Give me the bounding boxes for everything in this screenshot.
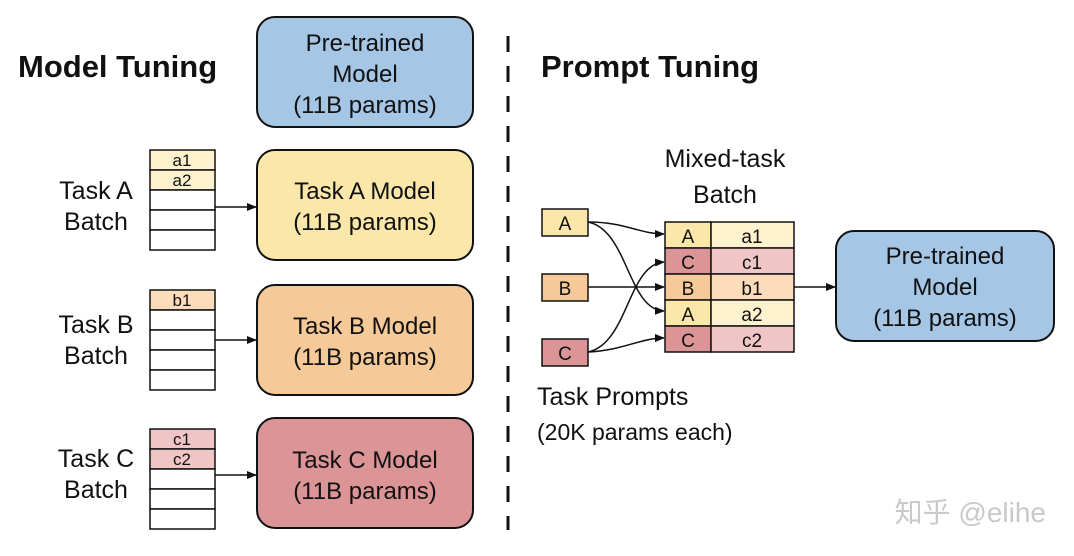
prompt-b: B bbox=[541, 273, 589, 302]
right-pretrained-line-2: Model bbox=[912, 274, 977, 301]
arrow-c-to-row5 bbox=[587, 334, 665, 353]
right-pretrained-line-3: (11B params) bbox=[873, 305, 1017, 332]
task-prompts-label: Task Prompts bbox=[537, 383, 688, 411]
task-b-model-line-1: Task B Model bbox=[293, 313, 437, 340]
right-pretrained-model-box: Pre-trained Model (11B params) bbox=[835, 230, 1055, 342]
task-c-label-line-2: Batch bbox=[64, 476, 128, 504]
task-b-model-line-2: (11B params) bbox=[293, 344, 437, 371]
task-a-batch-table: a1 a2 bbox=[149, 149, 216, 251]
task-c-label-line-1: Task C bbox=[58, 445, 134, 473]
task-c-batch-table: c1 c2 bbox=[149, 428, 216, 530]
task-a-model-line-1: Task A Model bbox=[294, 178, 435, 205]
mixed-batch-table: A a1 C c1 B b1 A a2 C c2 bbox=[664, 221, 795, 353]
batch-row-2-item: c1 bbox=[742, 253, 762, 274]
task-c-group: Task C Batch c1 c2 Task C Model (11B par… bbox=[58, 417, 474, 530]
task-c-model-line-2: (11B params) bbox=[293, 478, 437, 505]
task-b-label-line-1: Task B bbox=[58, 311, 133, 339]
left-pretrained-line-3: (11B params) bbox=[293, 92, 437, 119]
model-tuning-title: Model Tuning bbox=[18, 49, 217, 84]
batch-row-5-task: C bbox=[681, 331, 695, 352]
task-a-item-2: a2 bbox=[173, 171, 192, 190]
mixed-batch-label-line-1: Mixed-task bbox=[665, 145, 786, 173]
prompt-c-label: C bbox=[558, 344, 572, 365]
batch-row-2-task: C bbox=[681, 253, 695, 274]
task-b-group: Task B Batch b1 Task B Model (11B params… bbox=[58, 284, 474, 396]
task-b-label-line-2: Batch bbox=[64, 342, 128, 370]
watermark: 知乎 @elihe bbox=[895, 497, 1046, 528]
arrow-a-to-row4 bbox=[587, 221, 665, 315]
task-a-group: Task A Batch a1 a2 Task A Model (11B par… bbox=[59, 149, 474, 261]
prompt-c: C bbox=[541, 338, 589, 367]
prompt-routing-arrows bbox=[587, 221, 665, 353]
task-a-label-line-2: Batch bbox=[64, 208, 128, 236]
task-a-label-line-1: Task A bbox=[59, 177, 133, 205]
batch-row-1-item: a1 bbox=[741, 227, 762, 248]
task-b-batch-table: b1 bbox=[149, 289, 216, 391]
batch-row-5-item: c2 bbox=[742, 331, 762, 352]
prompt-b-label: B bbox=[559, 279, 572, 300]
arrow-c-to-row2 bbox=[587, 258, 665, 353]
prompt-a-label: A bbox=[559, 214, 572, 235]
task-a-model-box: Task A Model (11B params) bbox=[256, 149, 474, 261]
task-c-item-2: c2 bbox=[173, 450, 191, 469]
task-c-item-1: c1 bbox=[173, 430, 191, 449]
task-b-model-box: Task B Model (11B params) bbox=[256, 284, 474, 396]
prompt-tuning-title: Prompt Tuning bbox=[541, 49, 759, 84]
task-b-item-1: b1 bbox=[173, 291, 192, 310]
right-pretrained-line-1: Pre-trained bbox=[886, 243, 1005, 270]
task-c-model-box: Task C Model (11B params) bbox=[256, 417, 474, 529]
batch-row-3-task: B bbox=[682, 279, 695, 300]
mixed-batch-label-line-2: Batch bbox=[693, 181, 757, 209]
left-pretrained-line-2: Model bbox=[332, 61, 397, 88]
arrow-a-to-row1 bbox=[587, 221, 665, 238]
batch-row-1-task: A bbox=[682, 227, 695, 248]
task-c-model-line-1: Task C Model bbox=[292, 447, 437, 474]
batch-row-4-task: A bbox=[682, 305, 695, 326]
task-a-model-line-2: (11B params) bbox=[293, 209, 437, 236]
task-prompts-sublabel: (20K params each) bbox=[537, 419, 733, 445]
batch-row-3-item: b1 bbox=[741, 279, 762, 300]
left-pretrained-model-box: Pre-trained Model (11B params) bbox=[256, 16, 474, 128]
prompt-a: A bbox=[541, 208, 589, 237]
left-pretrained-line-1: Pre-trained bbox=[306, 30, 425, 57]
batch-row-4-item: a2 bbox=[741, 305, 762, 326]
task-a-item-1: a1 bbox=[173, 151, 192, 170]
